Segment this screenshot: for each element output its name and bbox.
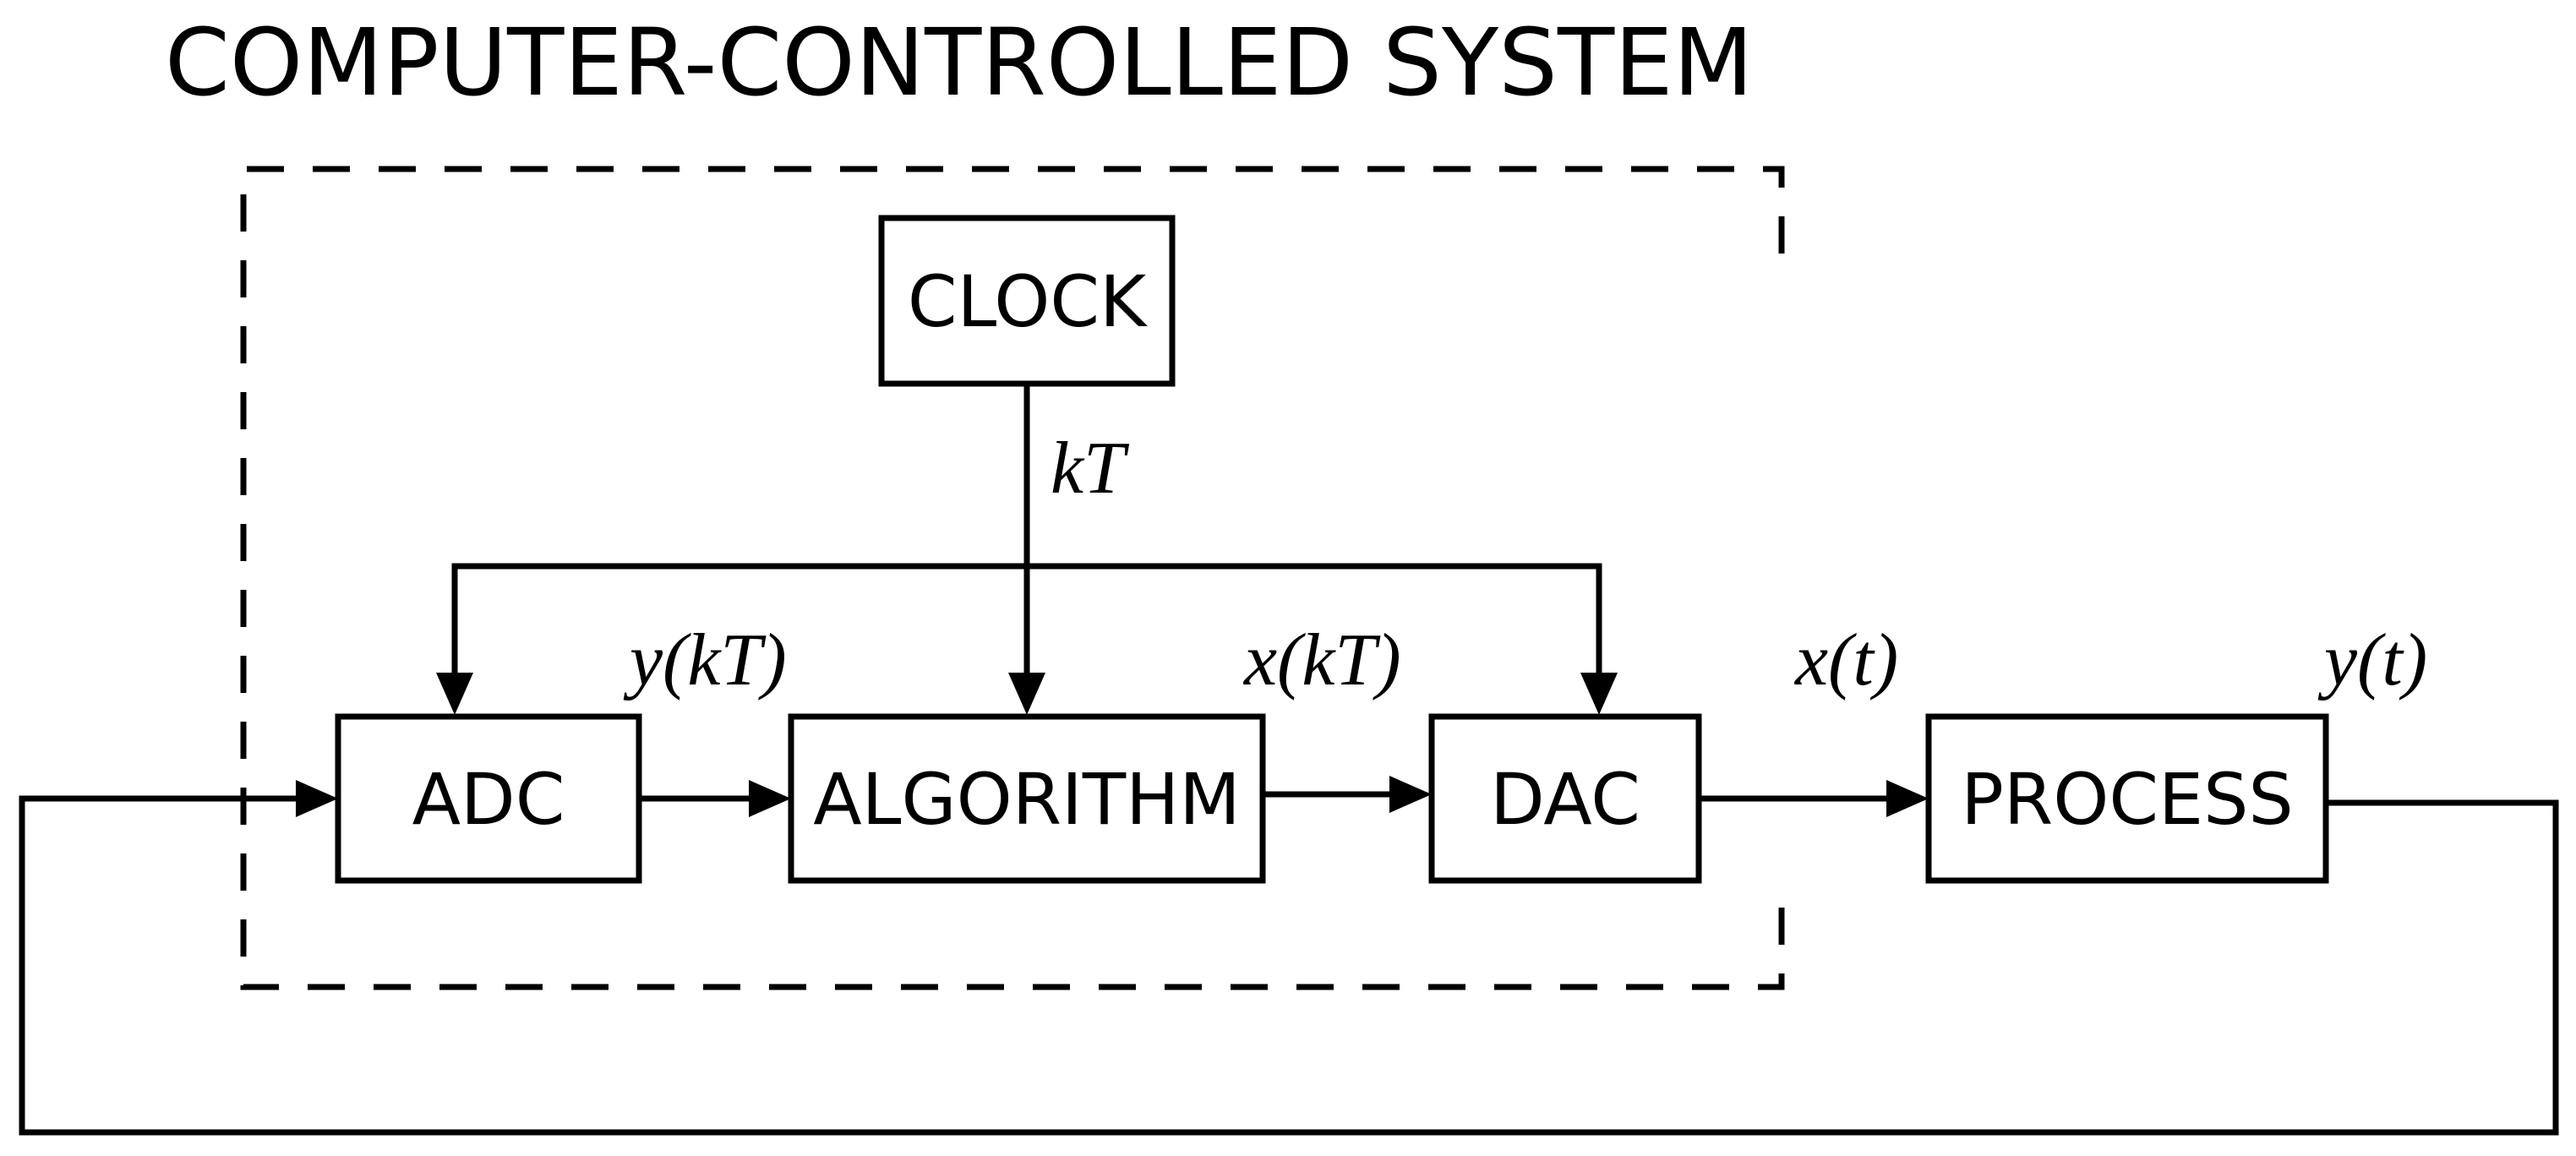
clock-to-adc-arrowhead <box>436 673 473 715</box>
clock-distribution <box>436 384 1618 715</box>
dac-box <box>1428 713 1702 884</box>
adc-label: ADC <box>412 758 565 841</box>
feedback-to-adc-arrowhead <box>296 780 338 817</box>
dac-label: DAC <box>1490 758 1640 841</box>
process-label: PROCESS <box>1961 758 2294 841</box>
dac-output-signal-label: x(t) <box>1793 619 1898 701</box>
adc-output-signal-label: y(kT) <box>623 619 787 701</box>
algorithm-block: ALGORITHM <box>788 713 1266 884</box>
algorithm-output-signal-label: x(kT) <box>1242 619 1401 701</box>
diagram-title: COMPUTER-CONTROLLED SYSTEM <box>165 8 1754 117</box>
dac-block: DAC <box>1428 713 1702 884</box>
clock-label: CLOCK <box>908 260 1148 343</box>
dac-to-process-arrowhead <box>1886 780 1929 817</box>
algorithm-box <box>788 713 1266 884</box>
algorithm-to-dac-arrowhead <box>1389 776 1432 813</box>
clock-block: CLOCK <box>878 215 1176 387</box>
adc-to-algorithm-arrowhead <box>749 780 791 817</box>
clock-bus-wire <box>451 563 1602 676</box>
algorithm-label: ALGORITHM <box>813 758 1241 841</box>
clock-signal-label: kT <box>1051 428 1130 510</box>
clock-to-dac-arrowhead <box>1580 673 1618 715</box>
process-output-signal-label: y(t) <box>2317 619 2427 701</box>
clock-to-algorithm-arrowhead <box>1008 673 1045 715</box>
feedback-loop-wire <box>19 795 2559 1136</box>
process-block: PROCESS <box>1925 713 2329 884</box>
adc-block: ADC <box>335 713 642 884</box>
computer-system-boundary <box>240 166 1785 990</box>
